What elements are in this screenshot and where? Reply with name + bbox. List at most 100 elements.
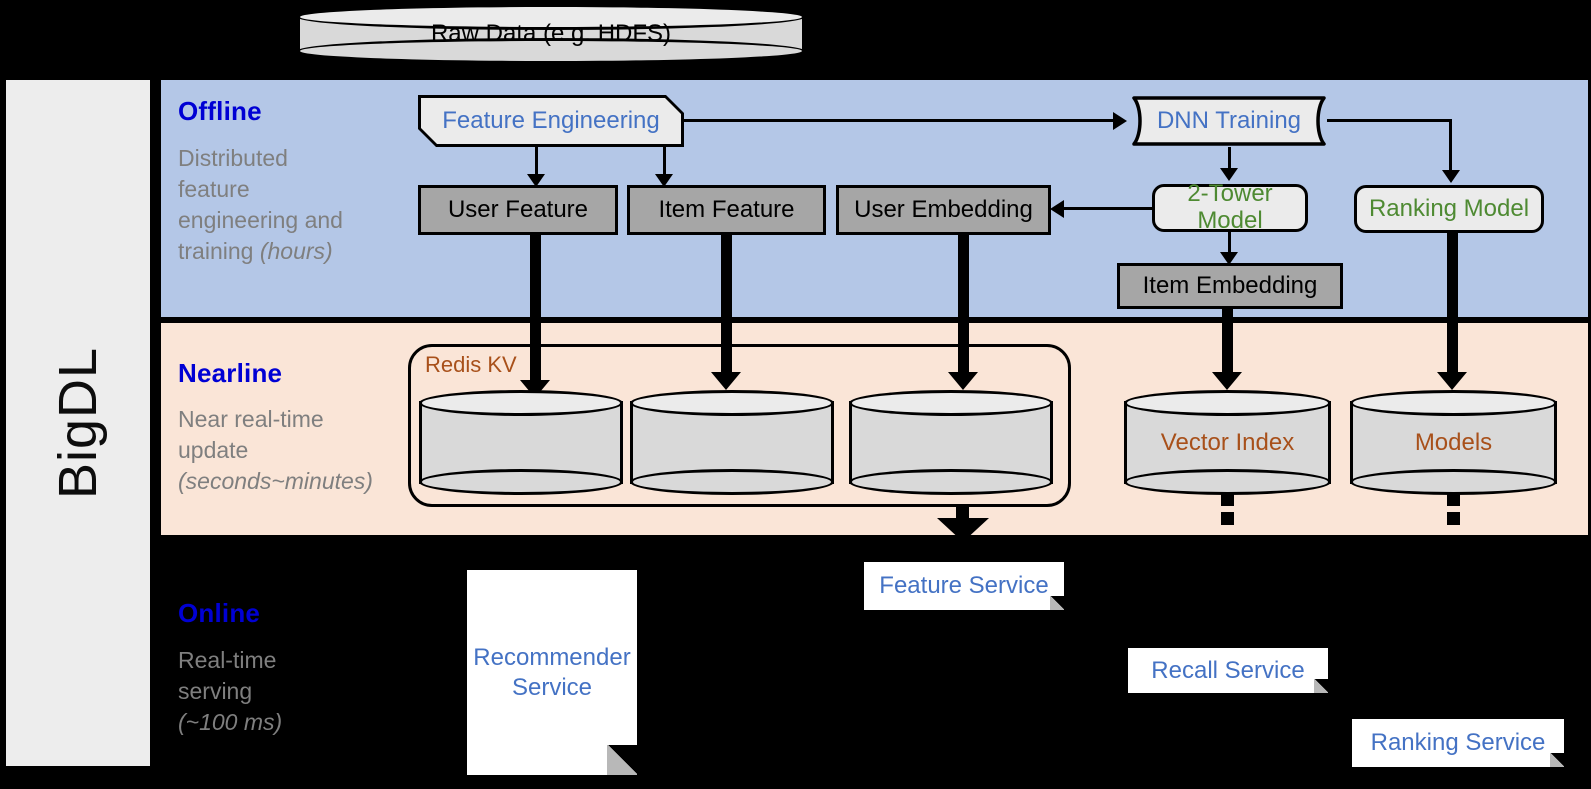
two-tower-to-item-embedding-arrowhead: [1220, 252, 1238, 265]
dnn-to-ranking-line-v: [1449, 119, 1452, 174]
cylinder-top: [297, 4, 805, 30]
cylinder-bottom: [297, 38, 805, 64]
offline-subtitle-l3: engineering and: [178, 207, 343, 233]
models-connector-stub-1: [1447, 493, 1460, 506]
feature-service-arrowhead: [937, 518, 989, 542]
nearline-subtitle: Near real-time update (seconds~minutes): [178, 404, 428, 497]
online-title: Online: [178, 598, 261, 628]
two-tower-model-box[interactable]: 2-Tower Model: [1152, 180, 1308, 234]
redis-store-2[interactable]: [630, 390, 834, 495]
pipe-item-embedding: [1222, 309, 1233, 381]
nearline-subtitle-l1: Near real-time: [178, 406, 324, 432]
bigdl-label: BigDL: [48, 346, 108, 500]
item-feature-label: Item Feature: [658, 195, 795, 223]
online-subtitle-l1: Real-time: [178, 647, 277, 673]
offline-subtitle-italic: (hours): [259, 238, 333, 264]
redis-kv-container: [408, 344, 1071, 507]
cylinder-bottom: [1124, 469, 1331, 495]
offline-subtitle-l1: Distributed: [178, 145, 288, 171]
offline-subtitle-l4: training: [178, 238, 260, 264]
fe-to-dnn-arrowhead: [1113, 112, 1127, 130]
cylinder-bottom: [419, 469, 623, 495]
two-tower-model-label: 2-Tower Model: [1187, 180, 1273, 234]
nearline-title: Nearline: [178, 358, 283, 388]
pipe-user-feature: [530, 235, 541, 390]
pipe-item-embedding-arrowhead: [1212, 372, 1242, 390]
cylinder-bottom: [630, 469, 834, 495]
recommender-service-box[interactable]: Recommender Service: [467, 570, 637, 775]
two-tower-to-item-embedding-line: [1228, 232, 1231, 257]
fe-to-user-feature-line: [535, 147, 538, 180]
dnn-to-ranking-line-h: [1327, 119, 1452, 122]
fe-to-dnn-line: [684, 119, 1114, 122]
feature-engineering-label: Feature Engineering: [442, 106, 660, 134]
raw-data-label: Raw Data (e.g. HDFS): [430, 20, 672, 47]
two-tower-to-user-embedding-arrowhead: [1050, 200, 1064, 218]
ranking-service-label: Ranking Service: [1370, 729, 1546, 756]
item-embedding-box[interactable]: Item Embedding: [1117, 263, 1343, 309]
pipe-item-feature: [721, 235, 732, 382]
page-fold-icon: [1550, 753, 1564, 767]
raw-data-cylinder: Raw Data (e.g. HDFS): [297, 4, 805, 64]
pipe-ranking-model: [1447, 233, 1458, 381]
cylinder-bottom: [849, 469, 1053, 495]
ranking-model-label: Ranking Model: [1368, 194, 1530, 222]
user-feature-label: User Feature: [447, 195, 589, 223]
bigdl-sidebar: BigDL: [3, 77, 153, 769]
redis-store-1[interactable]: [419, 390, 623, 495]
page-fold-icon: [1050, 596, 1064, 610]
feature-service-box[interactable]: Feature Service: [864, 562, 1064, 610]
user-embedding-label: User Embedding: [854, 195, 1033, 223]
online-subtitle: Real-time serving (~100 ms): [178, 645, 413, 738]
cylinder-top: [1124, 390, 1331, 416]
pipe-ranking-model-arrowhead: [1437, 372, 1467, 390]
pipe-user-embedding: [958, 235, 969, 382]
online-subtitle-italic: (~100 ms): [178, 709, 283, 735]
feature-service-label: Feature Service: [879, 572, 1049, 599]
page-fold-icon: [1314, 679, 1328, 693]
recall-service-label: Recall Service: [1151, 656, 1305, 684]
offline-subtitle-l2: feature: [178, 176, 250, 202]
nearline-subtitle-l2: update: [178, 437, 249, 463]
feature-engineering-fill: [421, 98, 681, 144]
cylinder-top: [1350, 390, 1557, 416]
models-connector-stub-2: [1447, 512, 1460, 525]
recommender-service-label: Recommender Service: [473, 643, 631, 701]
fe-to-item-feature-line: [663, 147, 666, 180]
models-label: Models: [1414, 428, 1493, 456]
item-embedding-label: Item Embedding: [1142, 271, 1318, 299]
dnn-training-box[interactable]: DNN Training: [1131, 95, 1327, 147]
ranking-model-box[interactable]: Ranking Model: [1354, 185, 1544, 233]
cylinder-bottom: [1350, 469, 1557, 495]
pipe-user-embedding-arrowhead: [948, 372, 978, 390]
cylinder-top: [419, 390, 623, 416]
dnn-to-ranking-arrowhead: [1442, 170, 1460, 183]
vector-index-connector-stub-2: [1221, 512, 1234, 525]
dnn-to-two-tower-arrowhead: [1220, 168, 1238, 181]
redis-store-3[interactable]: [849, 390, 1053, 495]
pipe-item-feature-arrowhead: [711, 372, 741, 390]
item-feature-box[interactable]: Item Feature: [627, 185, 826, 235]
cylinder-top: [630, 390, 834, 416]
redis-kv-label: Redis KV: [425, 352, 517, 377]
online-subtitle-l2: serving: [178, 678, 253, 704]
dnn-training-label: DNN Training: [1156, 107, 1302, 134]
recall-service-box[interactable]: Recall Service: [1128, 648, 1328, 693]
user-embedding-box[interactable]: User Embedding: [836, 185, 1051, 235]
vector-index-cylinder[interactable]: Vector Index: [1124, 390, 1331, 495]
user-feature-box[interactable]: User Feature: [418, 185, 618, 235]
dnn-to-two-tower-line: [1228, 147, 1231, 171]
vector-index-connector-stub-1: [1221, 493, 1234, 506]
models-cylinder[interactable]: Models: [1350, 390, 1557, 495]
page-fold-icon: [607, 745, 637, 775]
feature-engineering-box[interactable]: Feature Engineering: [421, 98, 681, 144]
ranking-service-box[interactable]: Ranking Service: [1352, 719, 1564, 767]
vector-index-label: Vector Index: [1160, 428, 1295, 456]
nearline-subtitle-italic: (seconds~minutes): [178, 468, 373, 494]
fe-to-user-feature-arrowhead: [527, 174, 545, 187]
two-tower-to-user-embedding-line: [1063, 207, 1153, 210]
dnn-training-shape: [1132, 96, 1326, 146]
feature-service-connector-stub: [956, 506, 969, 519]
fe-to-item-feature-arrowhead: [655, 174, 673, 187]
